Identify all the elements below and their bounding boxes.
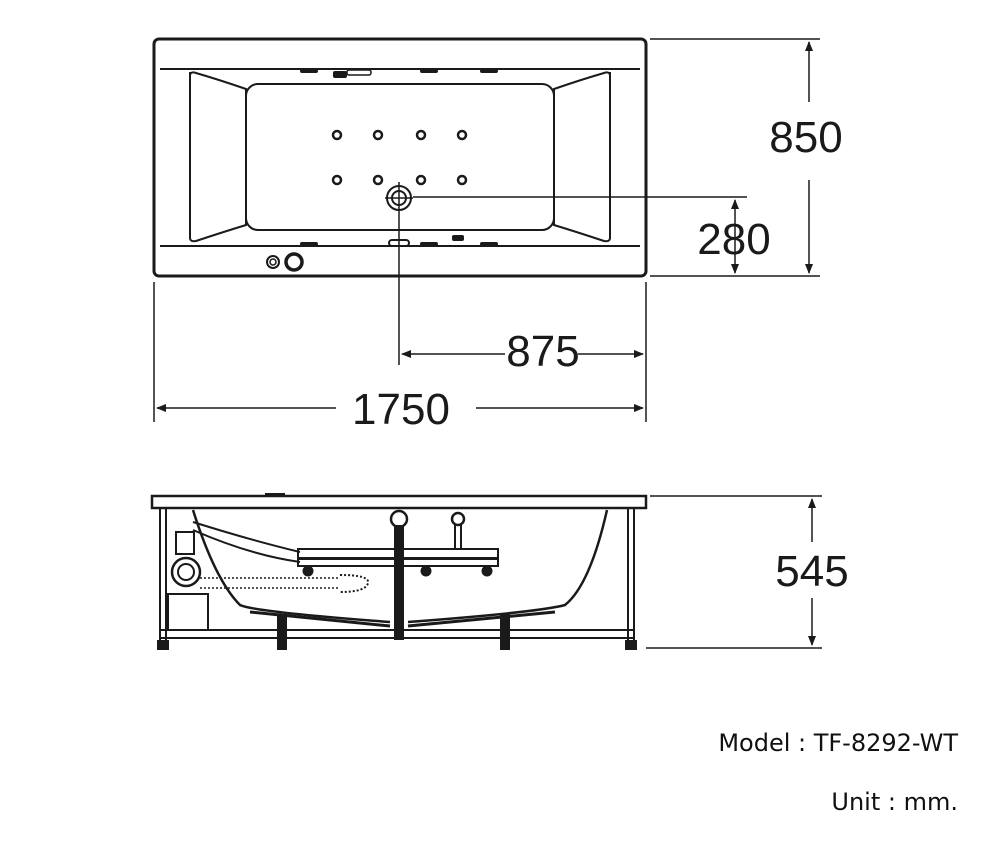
tub-outer-rim (152, 37, 648, 278)
dim-drain-x-875: 875 (506, 327, 579, 376)
top-view (152, 37, 648, 278)
dim-drain-y-280: 280 (697, 215, 770, 264)
dim-length-1750: 1750 (352, 385, 450, 434)
tub-deck (150, 494, 648, 510)
dim-width-850: 850 (769, 113, 842, 162)
model-label: Model : TF-8292-WT (718, 729, 958, 757)
dim-height-545: 545 (775, 547, 848, 596)
tub-basin (245, 83, 555, 231)
side-view (150, 493, 648, 650)
jets (331, 129, 468, 186)
top-view-dimensions (153, 38, 820, 422)
unit-label: Unit : mm. (831, 788, 958, 816)
side-view-dimensions (646, 495, 822, 649)
